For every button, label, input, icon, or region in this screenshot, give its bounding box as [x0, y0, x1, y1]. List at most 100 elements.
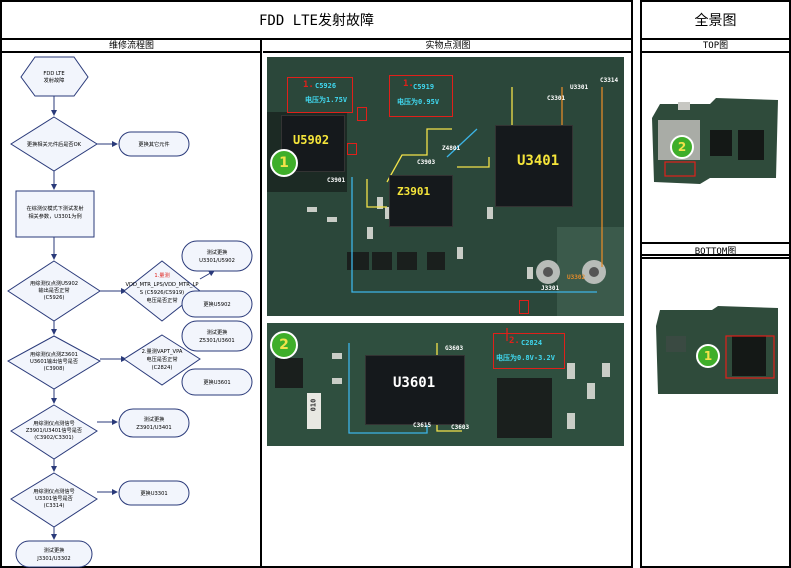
chip-z3901	[389, 175, 453, 227]
start-text-1: FDD LTE	[43, 71, 64, 77]
start-text-2: 发射故障	[44, 76, 65, 84]
decision-3a	[123, 334, 201, 386]
d4-text-1: 用综测仪点测信号	[33, 419, 75, 427]
overview-divider-2	[642, 254, 789, 256]
d2-text-2: 输出是否正常	[38, 286, 69, 294]
label-u3601: U3601	[393, 375, 436, 391]
c3615-label: C3615	[413, 422, 432, 429]
d2a-text-3: S (C5926/C5919)	[140, 290, 184, 296]
d5-text-3: (C3314)	[44, 503, 65, 509]
result-5	[118, 480, 190, 506]
d5-text-2: U3301信号是否	[35, 494, 73, 502]
d3-text-3: (C3908)	[44, 366, 65, 372]
top-board-photo: U5902 Z3901 U3401 1 1. C5926 电压为1.75V 1.…	[267, 57, 624, 316]
r2a-text-2: U3301/U5902	[199, 258, 235, 264]
end-text-2: J3301/U3302	[36, 556, 70, 562]
r2b-text: 更换U5902	[203, 300, 230, 308]
r1-text: 更换其它元件	[138, 140, 169, 148]
d3a-text-1: 2.量测VAPT_VPA	[142, 347, 183, 355]
d3a-text-3: (C2824)	[152, 365, 173, 371]
r2a-text-1: 测试更换	[207, 248, 229, 256]
top-view-badge: 2	[670, 135, 694, 159]
d2a-text-4: 电压是否正常	[146, 296, 177, 304]
c3314-label: C3314	[600, 77, 619, 84]
main-panel: FDD LTE发射故障 维修流程图 实物点测图	[0, 0, 633, 568]
result-2a	[181, 240, 253, 272]
r3a-text-2: Z5301/U3601	[199, 338, 235, 344]
decision-2a	[123, 260, 201, 322]
c2824-label: C2824	[521, 339, 543, 347]
c5926-box	[287, 77, 353, 113]
decision-2	[7, 260, 101, 322]
g3603-label: G3603	[445, 345, 464, 352]
d2-text-3: (C5926)	[44, 295, 65, 301]
page-title: FDD LTE发射故障	[2, 2, 631, 40]
badge-2-bottom: 2	[270, 331, 298, 359]
d3a-text-2: 电压是否正常	[146, 355, 177, 363]
d2a-text-1: 1.量测	[154, 271, 169, 279]
start-node	[20, 56, 89, 97]
c5919-note: 1.	[403, 79, 414, 89]
top-view-label: TOP图	[642, 38, 789, 53]
label-u5902: U5902	[293, 133, 330, 147]
flowchart: FDD LTE 发射故障 更换相关元件后是否OK 更换其它元件 在综测仪模式下测…	[6, 56, 253, 568]
c5926-label: C5926	[315, 82, 337, 90]
r3a-text-1: 测试更换	[207, 328, 229, 336]
end-node	[15, 540, 93, 568]
c3901-label: C3901	[327, 177, 346, 184]
result-4	[118, 408, 190, 438]
d4-text-2: Z3901/U3401信号是否	[26, 426, 82, 434]
overview-divider	[642, 242, 789, 244]
resistor-label: 010	[309, 398, 318, 412]
d3-text-2: U3601输出信号是否	[30, 357, 78, 365]
d4-text-3: (C3902/C3301)	[34, 435, 73, 441]
top-view-board	[652, 98, 778, 184]
c5926-note: 1.	[303, 80, 314, 90]
r3b-text: 更换U3601	[203, 378, 230, 386]
u3302-label: U3302	[567, 274, 586, 281]
c3603-label: C3603	[451, 424, 470, 431]
photo-header: 实物点测图	[263, 38, 633, 53]
c5926-voltage: 电压为1.75V	[305, 96, 348, 104]
chip-u3401	[495, 125, 573, 207]
probe-box-1	[357, 107, 367, 121]
bottom-view-label: BOTTOM图	[642, 244, 789, 259]
d2-text-1: 用综测仪点测U5902	[30, 279, 78, 287]
c5919-label: C5919	[413, 83, 435, 91]
decision-5	[10, 472, 98, 528]
result-1	[118, 131, 190, 157]
z4801-label: Z4801	[442, 145, 461, 152]
overview-title: 全景图	[642, 2, 789, 40]
d1-text: 更换相关元件后是否OK	[27, 140, 82, 148]
c3301-label: C3301	[547, 95, 566, 102]
badge-1-top: 1	[270, 149, 298, 177]
c2824-note: 2.	[509, 336, 520, 346]
process-1	[15, 190, 95, 238]
p1-text-1: 在综测仪模式下测试发射	[26, 204, 83, 212]
bottom-view-badge: 1	[696, 344, 720, 368]
decision-1	[10, 116, 98, 172]
p1-text-2: 相关参数，U3301为例	[28, 212, 81, 220]
c2824-box	[493, 333, 565, 369]
end-text-1: 测试更换	[44, 546, 66, 554]
label-u3401: U3401	[517, 153, 560, 169]
result-2b	[181, 290, 253, 318]
overview-panel: 全景图 TOP图 BOTTOM图 2 1	[640, 0, 791, 568]
result-3b	[181, 368, 253, 396]
r4-text-1: 测试更换	[144, 415, 166, 423]
r4-text-2: Z3901/U3401	[136, 425, 172, 431]
label-z3901: Z3901	[397, 185, 431, 198]
j3301-label: J3301	[541, 285, 560, 292]
u3301-label: U3301	[570, 84, 589, 91]
chip-u3601	[365, 355, 465, 425]
d3-text-1: 用综测仪点测Z3601	[30, 350, 78, 358]
column-divider	[260, 38, 262, 566]
decision-3	[6, 335, 102, 390]
flow-header: 维修流程图	[2, 38, 261, 53]
probe-box-2	[347, 143, 357, 155]
c5919-voltage: 电压为0.95V	[397, 98, 440, 106]
c3903-label: C3903	[417, 159, 436, 166]
r5-text: 更换U3301	[140, 489, 167, 497]
c2824-voltage: 电压为0.8V-3.2V	[496, 354, 555, 362]
d2a-text-2: VDD_MTR_LPS/VDD_MTR_LP	[125, 282, 198, 288]
